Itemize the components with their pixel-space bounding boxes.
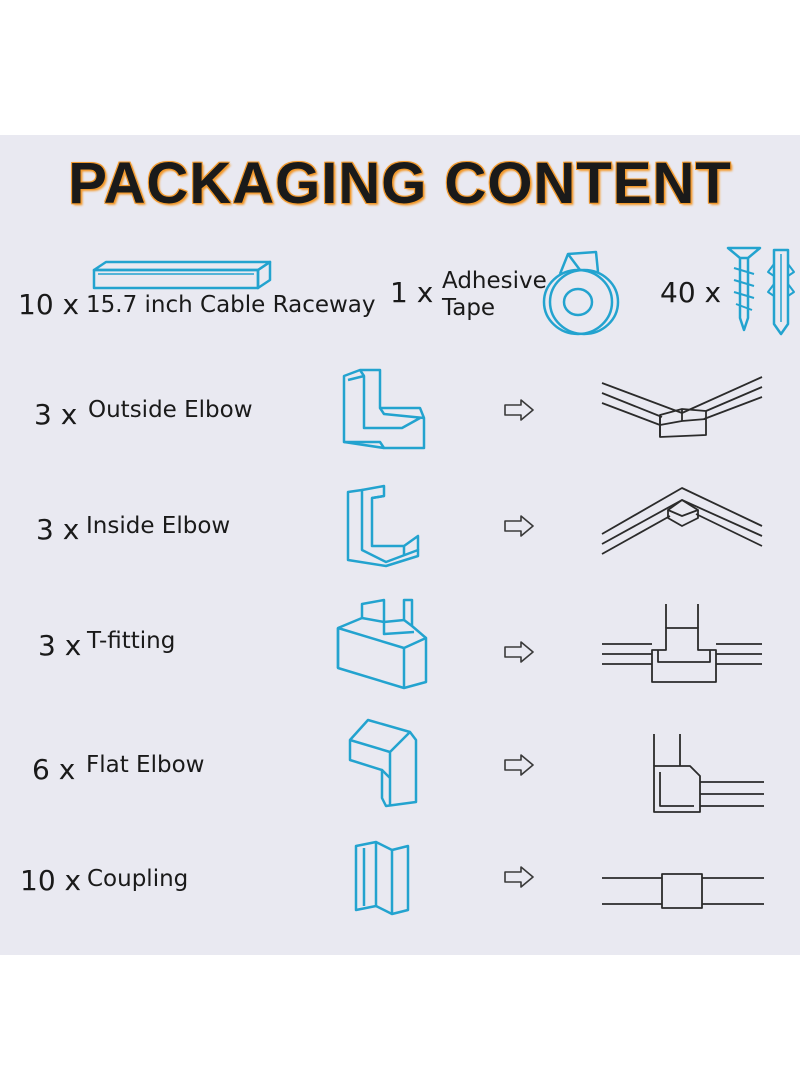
page-title: PACKAGING CONTENT [68, 151, 732, 216]
outside-elbow-arrow-icon [504, 399, 534, 421]
screws-qty: 40 x [660, 276, 722, 309]
coupling-installed-icon [602, 873, 764, 909]
coupling-icon [354, 840, 410, 916]
tape-qty: 1 x [390, 276, 434, 309]
inside-elbow-arrow-icon [504, 515, 534, 537]
coupling-label: Coupling [87, 866, 189, 892]
raceway-qty: 10 x [18, 288, 80, 321]
coupling-qty: 10 x [20, 864, 82, 897]
inside-elbow-label: Inside Elbow [86, 513, 231, 539]
outside-elbow-label: Outside Elbow [88, 397, 253, 423]
tape-label-line1: Adhesive [442, 268, 547, 294]
screw-and-anchor-icon [726, 246, 795, 336]
flat-elbow-qty: 6 x [32, 753, 76, 786]
flat-elbow-arrow-icon [504, 754, 534, 776]
t-fitting-qty: 3 x [38, 629, 82, 662]
outside-elbow-icon [342, 368, 426, 450]
inside-elbow-icon [346, 484, 420, 568]
t-fitting-installed-icon [602, 604, 762, 683]
coupling-arrow-icon [504, 866, 534, 888]
t-fitting-label: T-fitting [87, 628, 176, 654]
tape-label-line2: Tape [442, 295, 496, 321]
t-fitting-icon [336, 598, 428, 690]
raceway-label: 15.7 inch Cable Raceway [86, 292, 376, 318]
outside-elbow-qty: 3 x [34, 398, 78, 431]
flat-elbow-installed-icon [653, 734, 764, 813]
flat-elbow-icon [348, 718, 418, 808]
flat-elbow-label: Flat Elbow [86, 752, 205, 778]
t-fitting-arrow-icon [504, 641, 534, 663]
adhesive-tape-icon [542, 250, 620, 336]
outside-elbow-installed-icon [601, 376, 763, 438]
inside-elbow-installed-icon [601, 487, 763, 555]
inside-elbow-qty: 3 x [36, 513, 80, 546]
cable-raceway-icon [92, 260, 272, 290]
